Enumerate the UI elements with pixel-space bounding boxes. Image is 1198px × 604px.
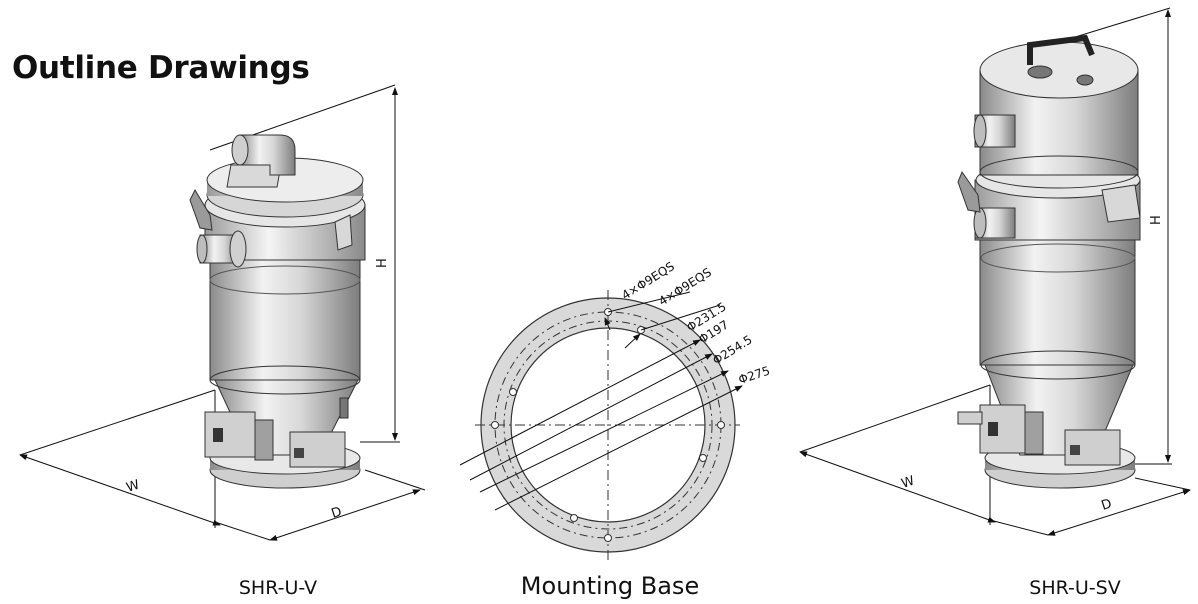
machine-shr-u-sv: W D H	[799, 7, 1191, 536]
dim-d-label: D	[330, 504, 344, 521]
page-title: Outline Drawings	[12, 50, 310, 86]
dim-h-label: H	[375, 258, 390, 268]
dim-h-label-sv: H	[1149, 215, 1164, 225]
mounting-base-drawing: 4×Φ9EQS 4×Φ9EQS Φ231.5 Φ197 Φ254.5 Φ275	[459, 259, 772, 560]
caption-shr-u-v: SHR-U-V	[238, 577, 318, 599]
caption-mounting-base: Mounting Base	[520, 572, 700, 600]
machine-shr-u-v: W D H	[19, 84, 426, 541]
dim-w-label-sv: W	[900, 474, 917, 492]
dim-w-label: W	[125, 478, 142, 496]
label-dia-275: Φ275	[737, 364, 772, 387]
caption-shr-u-sv: SHR-U-SV	[1029, 577, 1121, 599]
dim-d-label-sv: D	[1100, 496, 1114, 513]
